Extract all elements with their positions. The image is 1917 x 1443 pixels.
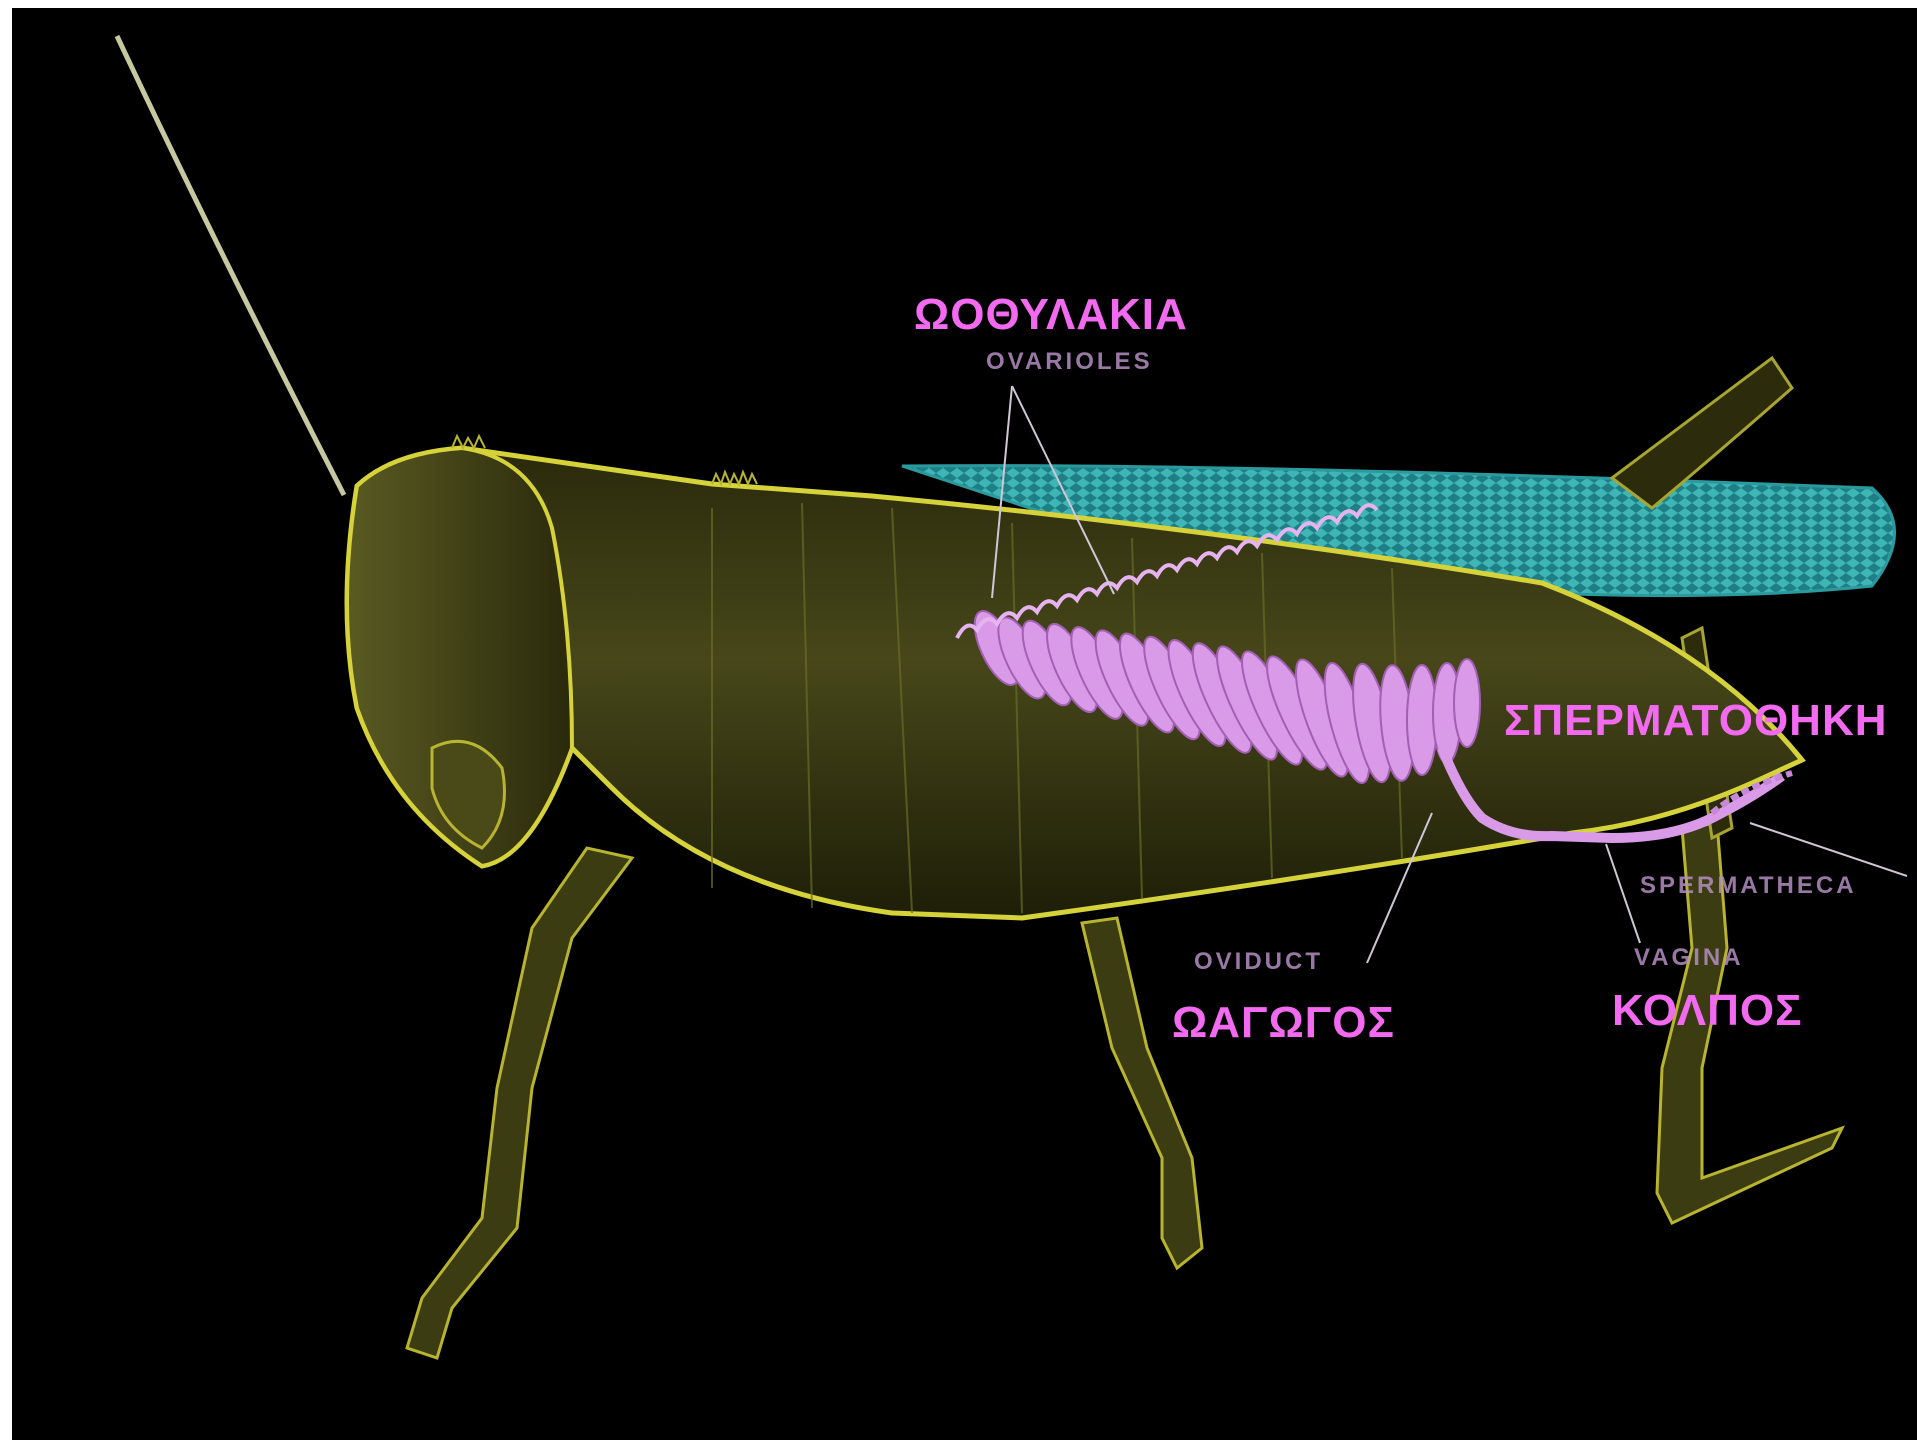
oviduct-greek-label: ΩΑΓΩΓΟΣ: [1172, 998, 1395, 1048]
spermatheca-greek-label: ΣΠΕΡΜΑΤΟΘΗΚΗ: [1504, 696, 1888, 746]
front-leg: [407, 848, 632, 1358]
vagina-greek-label: ΚΟΛΠΟΣ: [1612, 986, 1803, 1036]
ovarioles-greek-label: ΩΟΘΥΛΑΚΙΑ: [914, 290, 1188, 340]
ovarioles-english-label: OVARIOLES: [986, 348, 1153, 376]
antenna: [117, 36, 344, 495]
spermatheca-english-label: SPERMATHECA: [1640, 872, 1857, 900]
vagina-english-label: VAGINA: [1634, 944, 1744, 972]
oviduct-english-label: OVIDUCT: [1194, 948, 1323, 976]
middle-leg: [1082, 918, 1202, 1268]
diagram-canvas: ΩΟΘΥΛΑΚΙΑ OVARIOLES ΣΠΕΡΜΑΤΟΘΗΚΗ SPERMAT…: [12, 8, 1917, 1440]
